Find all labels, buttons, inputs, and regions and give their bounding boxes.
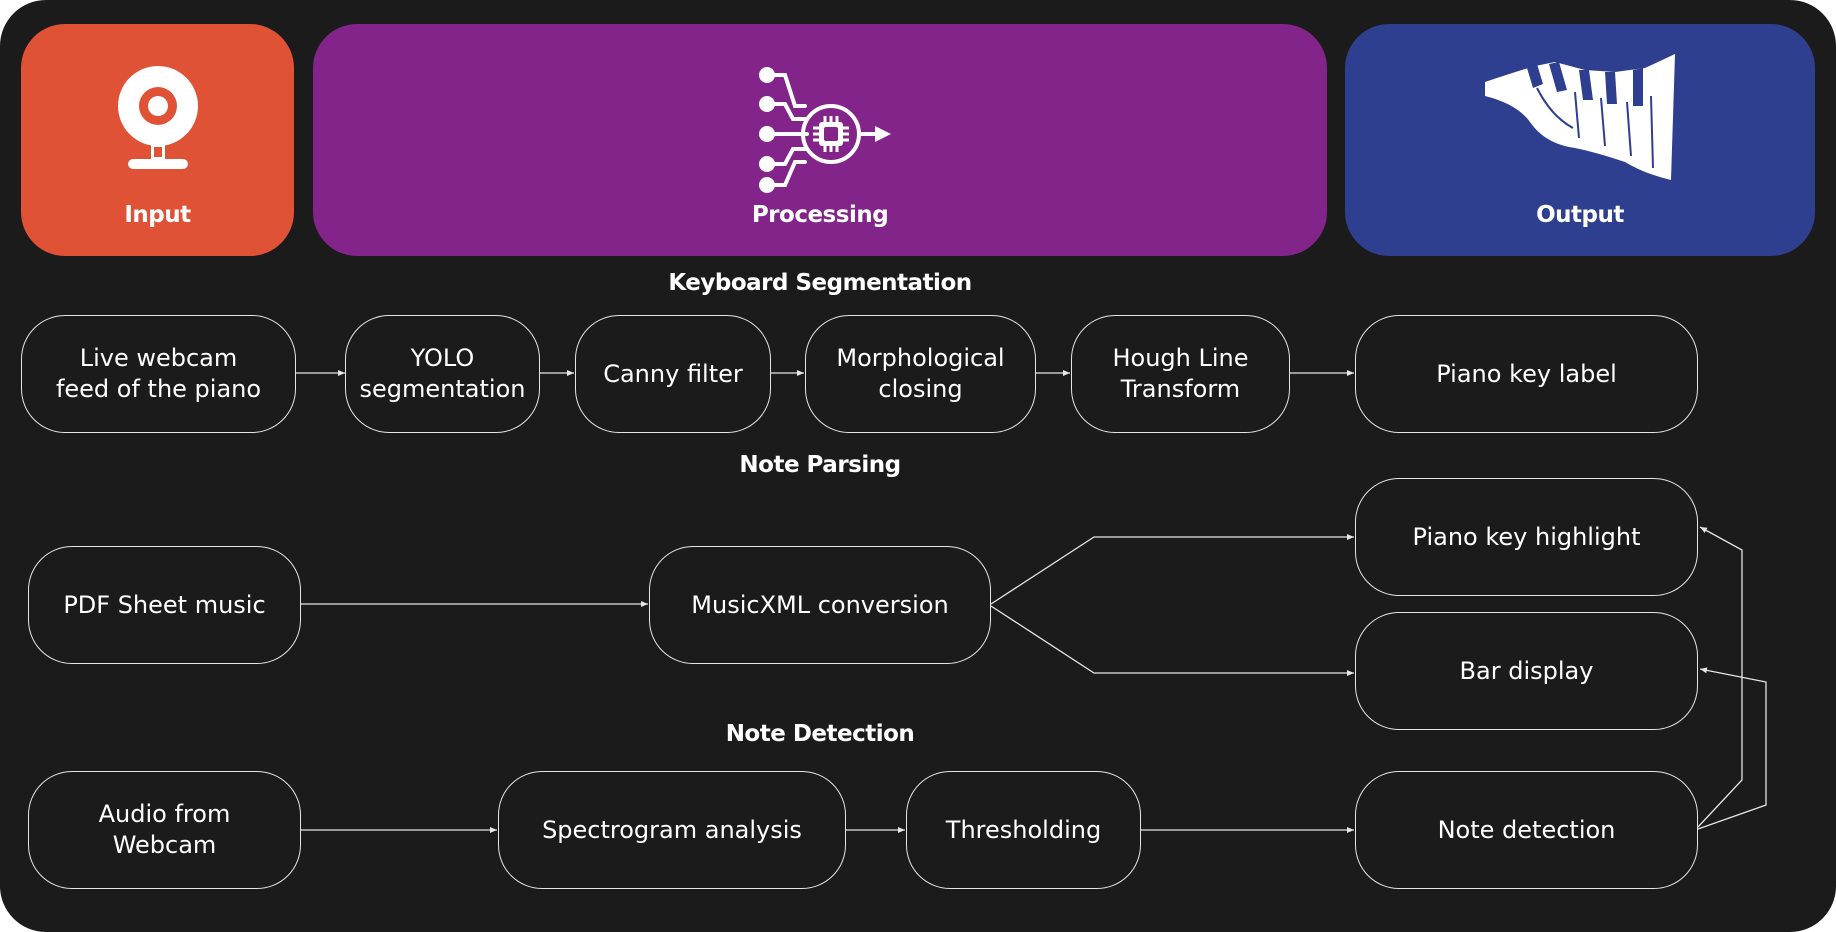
processing-header-label: Processing (751, 202, 889, 228)
section-keyboard-segmentation: Keyboard Segmentation (668, 270, 972, 296)
edge-note-to-bar (1697, 667, 1767, 830)
section-note-parsing: Note Parsing (739, 452, 901, 478)
node-live-webcam: Live webcam feed of the piano (21, 315, 296, 433)
processing-header: Processing (313, 24, 1327, 256)
piano-keyboard-icon (1475, 52, 1685, 186)
section-note-detection: Note Detection (725, 721, 915, 747)
node-yolo-segmentation: YOLO segmentation (345, 315, 540, 433)
edge-musicxml-to-highlight (990, 534, 1354, 605)
node-audio-from-webcam: Audio from Webcam (28, 771, 301, 889)
node-bar-display: Bar display (1355, 612, 1698, 730)
edge-note-to-highlight (1697, 526, 1743, 828)
node-hough-line-transform: Hough Line Transform (1071, 315, 1290, 433)
node-thresholding: Thresholding (906, 771, 1141, 889)
node-note-detection: Note detection (1355, 771, 1698, 889)
input-header: Input (21, 24, 294, 256)
input-header-label: Input (124, 202, 191, 228)
node-piano-key-label: Piano key label (1355, 315, 1698, 433)
edge-musicxml-to-bar (990, 605, 1354, 676)
node-canny-filter: Canny filter (575, 315, 771, 433)
output-header: Output (1345, 24, 1815, 256)
node-spectrogram-analysis: Spectrogram analysis (498, 771, 846, 889)
node-musicxml-conversion: MusicXML conversion (649, 546, 991, 664)
node-morphological-closing: Morphological closing (805, 315, 1036, 433)
node-piano-key-highlight: Piano key highlight (1355, 478, 1698, 596)
webcam-icon (113, 66, 203, 180)
node-pdf-sheet-music: PDF Sheet music (28, 546, 301, 664)
output-header-label: Output (1536, 202, 1624, 228)
neural-chip-icon (745, 44, 895, 198)
